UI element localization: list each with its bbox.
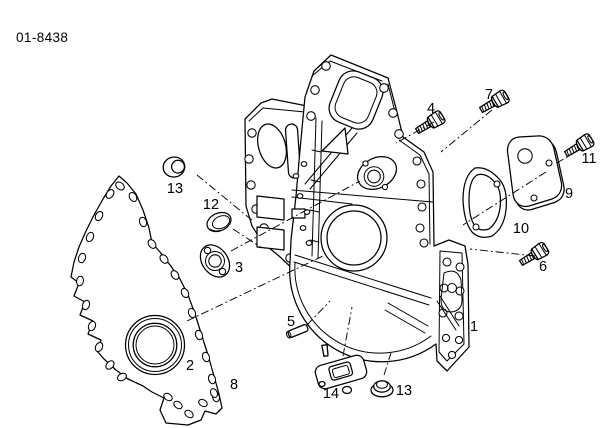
part-8-gasket bbox=[70, 175, 223, 426]
part-label-8: 8 bbox=[230, 377, 238, 393]
part-3-seal-flange bbox=[199, 244, 231, 278]
timing-cover bbox=[289, 54, 470, 372]
part-label-3: 3 bbox=[235, 260, 243, 276]
part-label-9: 9 bbox=[565, 186, 573, 202]
part-label-2: 2 bbox=[186, 358, 194, 374]
part-14-bracket bbox=[314, 344, 368, 395]
doc-number: 01-8438 bbox=[16, 30, 69, 45]
part-label-1: 1 bbox=[470, 319, 478, 335]
part-label-10: 10 bbox=[513, 221, 529, 237]
part-12-plug bbox=[206, 211, 232, 233]
part-label-13-top: 13 bbox=[167, 181, 183, 197]
part-label-14: 14 bbox=[323, 386, 339, 402]
bolt-7 bbox=[476, 88, 511, 117]
part-5-dowel-pin bbox=[285, 323, 309, 339]
leader-lines bbox=[186, 109, 578, 376]
part-label-13-bottom: 13 bbox=[396, 383, 412, 399]
part-10-gasket bbox=[462, 167, 507, 238]
part-13-top-plug bbox=[162, 156, 186, 178]
part-label-5: 5 bbox=[287, 314, 295, 330]
part-label-6: 6 bbox=[539, 259, 547, 275]
part-9-cover-plate bbox=[506, 135, 565, 211]
part-1-side-flange bbox=[436, 250, 465, 362]
part-label-4: 4 bbox=[427, 101, 435, 117]
part-2-seal bbox=[124, 314, 186, 376]
part-13-bottom-plug bbox=[370, 380, 394, 398]
part-label-11: 11 bbox=[581, 151, 596, 167]
part-label-7: 7 bbox=[485, 87, 493, 103]
part-label-12: 12 bbox=[203, 197, 219, 213]
